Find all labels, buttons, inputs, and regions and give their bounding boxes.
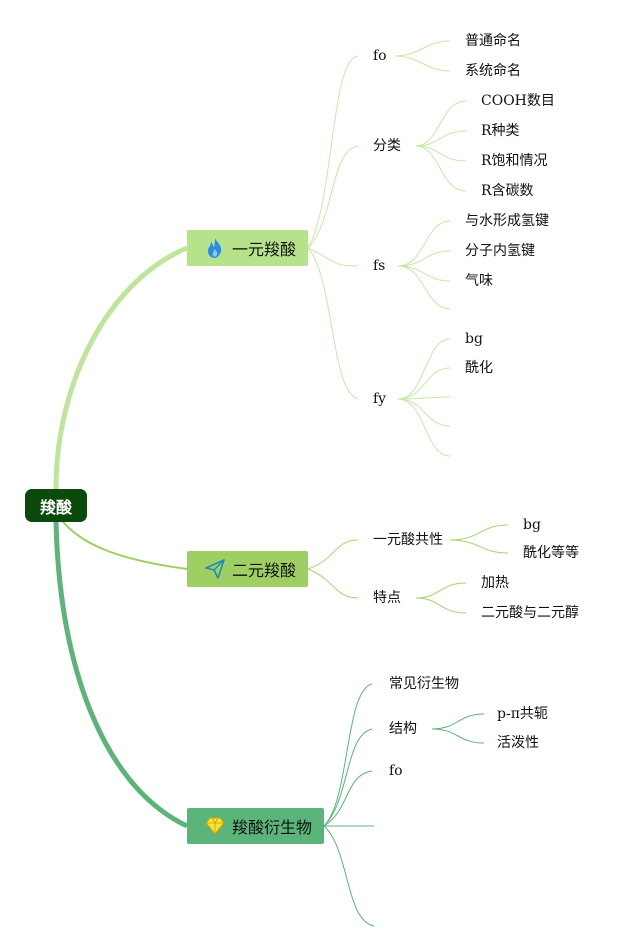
connector-common-leaf2 [449,539,509,554]
fire-icon [203,236,227,260]
connector-b1-classify [307,145,359,249]
leaf-reactivity[interactable]: 活泼性 [497,735,539,751]
branch-label: 一元羧酸 [232,240,297,259]
diamond-icon [203,814,227,838]
branch-label: 二元羧酸 [232,561,297,580]
leaf-bg[interactable]: bg [465,331,483,347]
topic-monoacid-commonality[interactable]: 一元酸共性 [373,532,443,548]
connector-fs-leaf4 [397,265,451,310]
paper-plane-icon [203,557,227,581]
root-label: 羧酸 [39,497,72,517]
connector-fs-leaf3 [397,265,451,282]
branch-node-derivatives[interactable]: 羧酸衍生物 [187,808,324,844]
connector-classify-leaf4 [415,145,467,192]
topic-structure[interactable]: 结构 [389,721,417,737]
leaf-p-pi-conjugation[interactable]: p-π共轭 [497,706,548,722]
connector-root-branch2 [59,517,188,570]
connector-fy-leaf4 [397,398,451,427]
leaf-r-saturation[interactable]: R饱和情况 [481,153,548,169]
connector-b3-empty2 [323,825,375,927]
leaf-intramolecular-hbond[interactable]: 分子内氢键 [465,243,535,259]
connector-fy-leaf1 [397,338,451,400]
leaf-odor[interactable]: 气味 [465,273,493,289]
leaf-systematic-naming[interactable]: 系统命名 [465,63,521,79]
connector-root-branch1 [53,245,188,490]
leaf-bg-2[interactable]: bg [523,517,541,533]
leaf-r-type[interactable]: R种类 [481,123,520,139]
connector-b2-common [307,539,359,570]
connector-fs-leaf2 [397,250,451,267]
connector-structure-leaf1 [431,713,485,730]
connector-feature-leaf1 [415,582,467,599]
topic-features[interactable]: 特点 [373,590,401,606]
connector-b1-fs [307,247,359,267]
connector-classify-leaf3 [415,145,467,162]
connector-b2-feature [307,568,359,599]
connector-b1-fy [307,247,359,400]
connector-root-branch3 [53,521,189,829]
connector-fy-leaf2 [397,367,451,400]
root-node[interactable]: 羧酸 [25,489,87,522]
leaf-heating[interactable]: 加热 [481,575,509,591]
connector-classify-leaf2 [415,130,467,147]
topic-fs[interactable]: fs [373,258,386,274]
connector-structure-leaf2 [431,728,485,744]
connector-fs-leaf1 [397,220,451,267]
topic-common-derivatives[interactable]: 常见衍生物 [389,676,459,692]
leaf-water-hbond[interactable]: 与水形成氢键 [465,213,549,229]
topic-classification[interactable]: 分类 [373,138,401,154]
connector-b3-fo [323,770,373,827]
leaf-acylation-etc[interactable]: 酰化等等 [523,545,579,561]
connector-fo-leaf1 [394,40,451,57]
topic-fy[interactable]: fy [373,391,387,407]
leaf-diacid-diol[interactable]: 二元酸与二元醇 [481,605,579,621]
leaf-cooh-count[interactable]: COOH数目 [481,93,555,109]
topic-fo[interactable]: fo [373,48,387,64]
connector-b3-common [323,683,373,827]
branch-node-monocarboxylic[interactable]: 一元羧酸 [187,230,308,266]
branch-label: 羧酸衍生物 [232,818,313,837]
connector-fy-leaf5 [397,398,451,457]
topic-fo-2[interactable]: fo [389,763,403,779]
connector-fo-leaf2 [394,55,451,72]
connector-classify-leaf1 [415,100,467,147]
leaf-r-carbon-count[interactable]: R含碳数 [481,183,534,199]
leaf-common-naming[interactable]: 普通命名 [465,33,521,49]
branch-node-dicarboxylic[interactable]: 二元羧酸 [187,551,308,587]
connector-feature-leaf2 [415,597,467,614]
connector-fy-leaf3 [397,396,451,400]
connector-b3-structure [323,728,373,827]
leaf-acylation[interactable]: 酰化 [465,360,493,376]
connector-b1-fo [307,55,359,249]
connector-common-leaf1 [449,524,509,541]
